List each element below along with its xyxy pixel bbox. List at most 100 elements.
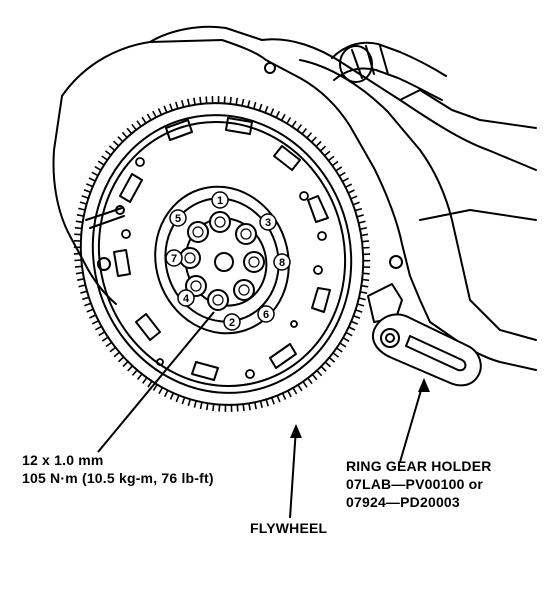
- crank-bolt: [208, 290, 228, 310]
- gear-tooth: [122, 132, 127, 137]
- gear-tooth: [165, 390, 168, 396]
- gear-tooth: [176, 395, 179, 402]
- seq-number-8: 8: [279, 257, 285, 269]
- seq-number-1: 1: [217, 195, 223, 207]
- gear-tooth: [298, 385, 302, 391]
- gear-tooth: [329, 358, 334, 363]
- crank-bolt: [188, 222, 208, 242]
- gear-tooth: [302, 129, 306, 135]
- gear-tooth: [82, 297, 89, 299]
- gear-tooth: [213, 404, 214, 411]
- gear-tooth: [138, 374, 142, 380]
- gear-tooth: [106, 342, 112, 346]
- engine-block-rib: [300, 60, 536, 340]
- gear-tooth: [293, 388, 297, 394]
- bolt-torque-label: 105 N·m (10.5 kg-m, 76 lb-ft): [22, 470, 214, 487]
- gear-tooth: [297, 125, 301, 131]
- gear-tooth: [176, 102, 178, 109]
- gear-tooth: [348, 190, 354, 193]
- gear-tooth: [102, 337, 108, 341]
- gear-tooth: [360, 228, 367, 229]
- gear-tooth: [230, 97, 231, 104]
- gear-tooth: [265, 106, 268, 113]
- gear-tooth: [89, 315, 95, 318]
- crank-bolt: [244, 252, 264, 272]
- gear-tooth: [119, 357, 124, 362]
- gear-tooth: [171, 393, 174, 399]
- gear-tooth: [333, 353, 339, 357]
- gear-tooth: [224, 96, 225, 103]
- engine-block-rib-2: [400, 90, 536, 128]
- gear-tooth: [118, 137, 123, 142]
- hose: [332, 43, 446, 100]
- gear-tooth: [356, 310, 363, 312]
- gear-tooth: [343, 178, 349, 181]
- gear-tooth: [143, 378, 147, 384]
- gear-tooth: [89, 178, 95, 181]
- gear-tooth: [147, 114, 151, 120]
- gear-tooth: [132, 124, 136, 130]
- crank-bolt: [180, 248, 200, 268]
- gear-tooth: [236, 98, 237, 105]
- flywheel-label: FLYWHEEL: [250, 520, 327, 537]
- face-hole: [136, 158, 144, 166]
- gear-tooth: [362, 280, 369, 281]
- gear-tooth: [351, 196, 357, 199]
- gear-tooth: [237, 405, 238, 412]
- gear-tooth: [357, 215, 364, 217]
- tool-part-a-label: 07LAB—PV00100 or: [346, 476, 483, 493]
- bolt-size-label: 12 x 1.0 mm: [22, 452, 104, 469]
- gear-tooth: [277, 396, 280, 403]
- gear-tooth: [194, 98, 195, 105]
- gear-tooth: [123, 362, 128, 367]
- seq-number-6: 6: [263, 309, 269, 321]
- gear-tooth: [287, 118, 291, 124]
- seq-number-2: 2: [229, 317, 235, 329]
- gear-tooth: [320, 146, 325, 151]
- gear-tooth: [159, 108, 162, 114]
- gear-tooth: [128, 366, 133, 371]
- gear-tooth: [188, 399, 190, 406]
- tool-bolt-head: [386, 334, 394, 342]
- gear-tooth: [361, 286, 368, 287]
- engine-block-edge: [420, 210, 536, 220]
- seq-number-4: 4: [183, 293, 190, 305]
- gear-tooth: [359, 298, 366, 300]
- crank-bolt: [236, 224, 256, 244]
- gear-tooth: [79, 285, 86, 287]
- gear-tooth: [272, 398, 274, 405]
- gear-tooth: [329, 156, 335, 160]
- gear-tooth: [201, 402, 202, 409]
- gear-tooth: [80, 202, 87, 204]
- gear-tooth: [137, 121, 141, 127]
- window: [114, 250, 130, 276]
- tool-name-label: RING GEAR HOLDER: [346, 458, 492, 475]
- gear-tooth: [164, 106, 167, 113]
- gear-tooth: [351, 321, 358, 324]
- window: [136, 314, 160, 340]
- gear-tooth: [283, 393, 286, 399]
- gear-tooth: [249, 403, 250, 410]
- gear-tooth: [74, 234, 81, 235]
- flywheel-leader-line: [290, 428, 296, 518]
- gear-tooth: [95, 167, 101, 171]
- housing-boss: [390, 256, 402, 268]
- gear-tooth: [114, 141, 119, 146]
- gear-tooth: [321, 366, 326, 371]
- housing-boss: [265, 63, 275, 73]
- gear-tooth: [254, 102, 256, 109]
- gear-tooth: [312, 137, 317, 142]
- gear-tooth: [363, 248, 370, 249]
- tool-leader-arrow: [418, 378, 430, 392]
- window: [192, 362, 218, 380]
- tool-part-b-label: 07924—PD20003: [346, 494, 460, 511]
- gear-tooth: [362, 241, 369, 242]
- gear-tooth: [74, 260, 81, 261]
- gear-tooth: [170, 104, 172, 111]
- gear-tooth: [75, 228, 82, 229]
- gear-tooth: [339, 173, 345, 177]
- gear-tooth: [219, 405, 220, 412]
- gear-tooth: [142, 117, 146, 123]
- gear-tooth: [84, 190, 91, 193]
